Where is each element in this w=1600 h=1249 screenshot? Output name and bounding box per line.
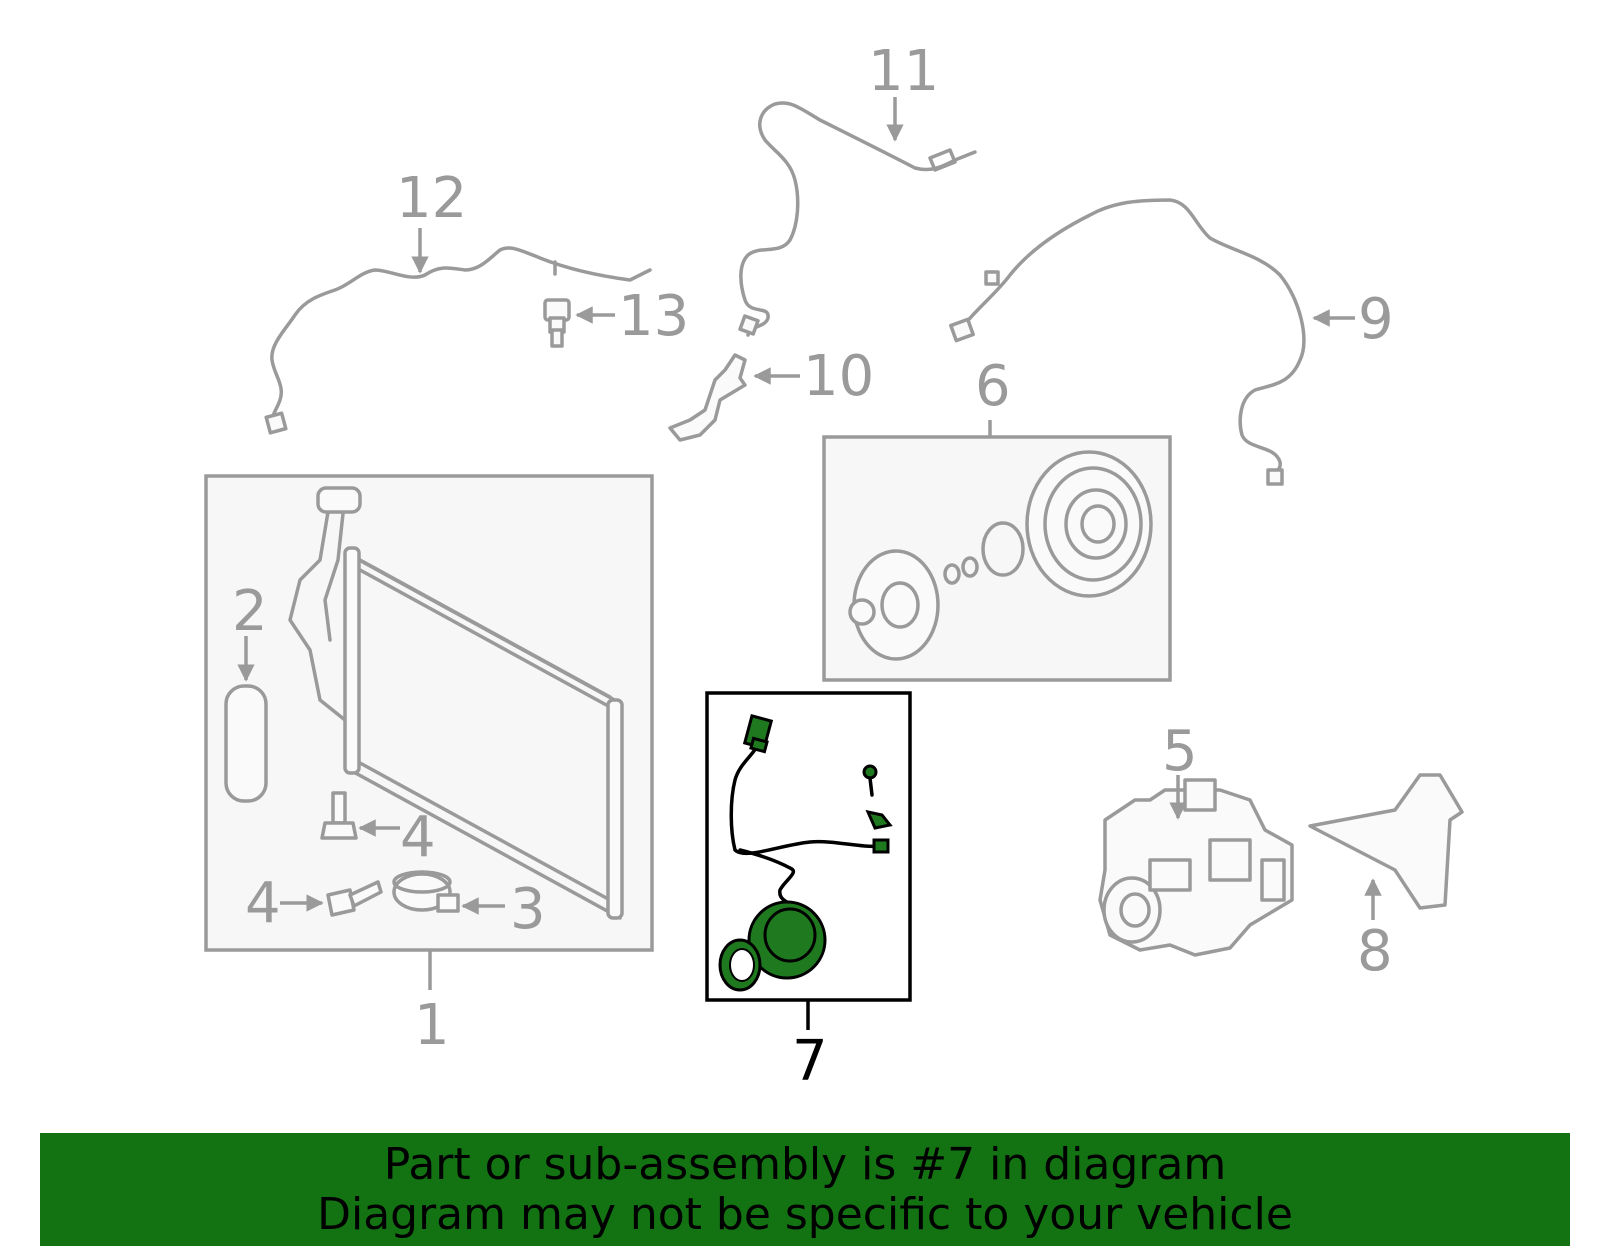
callout-9: 9 xyxy=(1358,287,1394,352)
callout-8: 8 xyxy=(1357,919,1393,984)
part-4-bolt-upper[interactable] xyxy=(320,791,358,840)
callout-13: 13 xyxy=(618,284,689,349)
part-6-clutch-kit xyxy=(848,450,1153,661)
part-3-clamp[interactable] xyxy=(392,870,460,913)
banner-line-2: Diagram may not be specific to your vehi… xyxy=(317,1188,1293,1240)
part-2-receiver-drier[interactable] xyxy=(224,684,268,803)
callout-10: 10 xyxy=(803,344,874,409)
part-8-heat-shield[interactable] xyxy=(1308,773,1464,910)
callout-4-upper: 4 xyxy=(400,805,436,870)
callout-7: 7 xyxy=(792,1029,828,1094)
part-12-hose[interactable] xyxy=(264,246,652,435)
part-9-hose[interactable] xyxy=(949,198,1306,486)
part-10-bracket[interactable] xyxy=(668,353,747,442)
footer-banner: Part or sub-assembly is #7 in diagram Di… xyxy=(40,1133,1570,1246)
part-13-pressure-switch[interactable] xyxy=(543,298,571,348)
callout-4-lower: 4 xyxy=(245,871,281,936)
part-7-clutch-coil[interactable] xyxy=(718,714,893,992)
callout-1: 1 xyxy=(414,993,450,1058)
callout-6: 6 xyxy=(975,354,1011,419)
part-11-hose[interactable] xyxy=(738,101,977,337)
callout-12: 12 xyxy=(396,166,467,231)
part-5-compressor[interactable] xyxy=(1098,778,1294,957)
callout-2: 2 xyxy=(232,579,268,644)
part-4-bolt-lower[interactable] xyxy=(326,880,383,917)
banner-line-1: Part or sub-assembly is #7 in diagram xyxy=(383,1138,1227,1190)
part-1-condenser xyxy=(288,486,624,920)
callout-3: 3 xyxy=(510,877,546,942)
callout-5: 5 xyxy=(1162,719,1198,784)
callout-11: 11 xyxy=(868,39,939,104)
